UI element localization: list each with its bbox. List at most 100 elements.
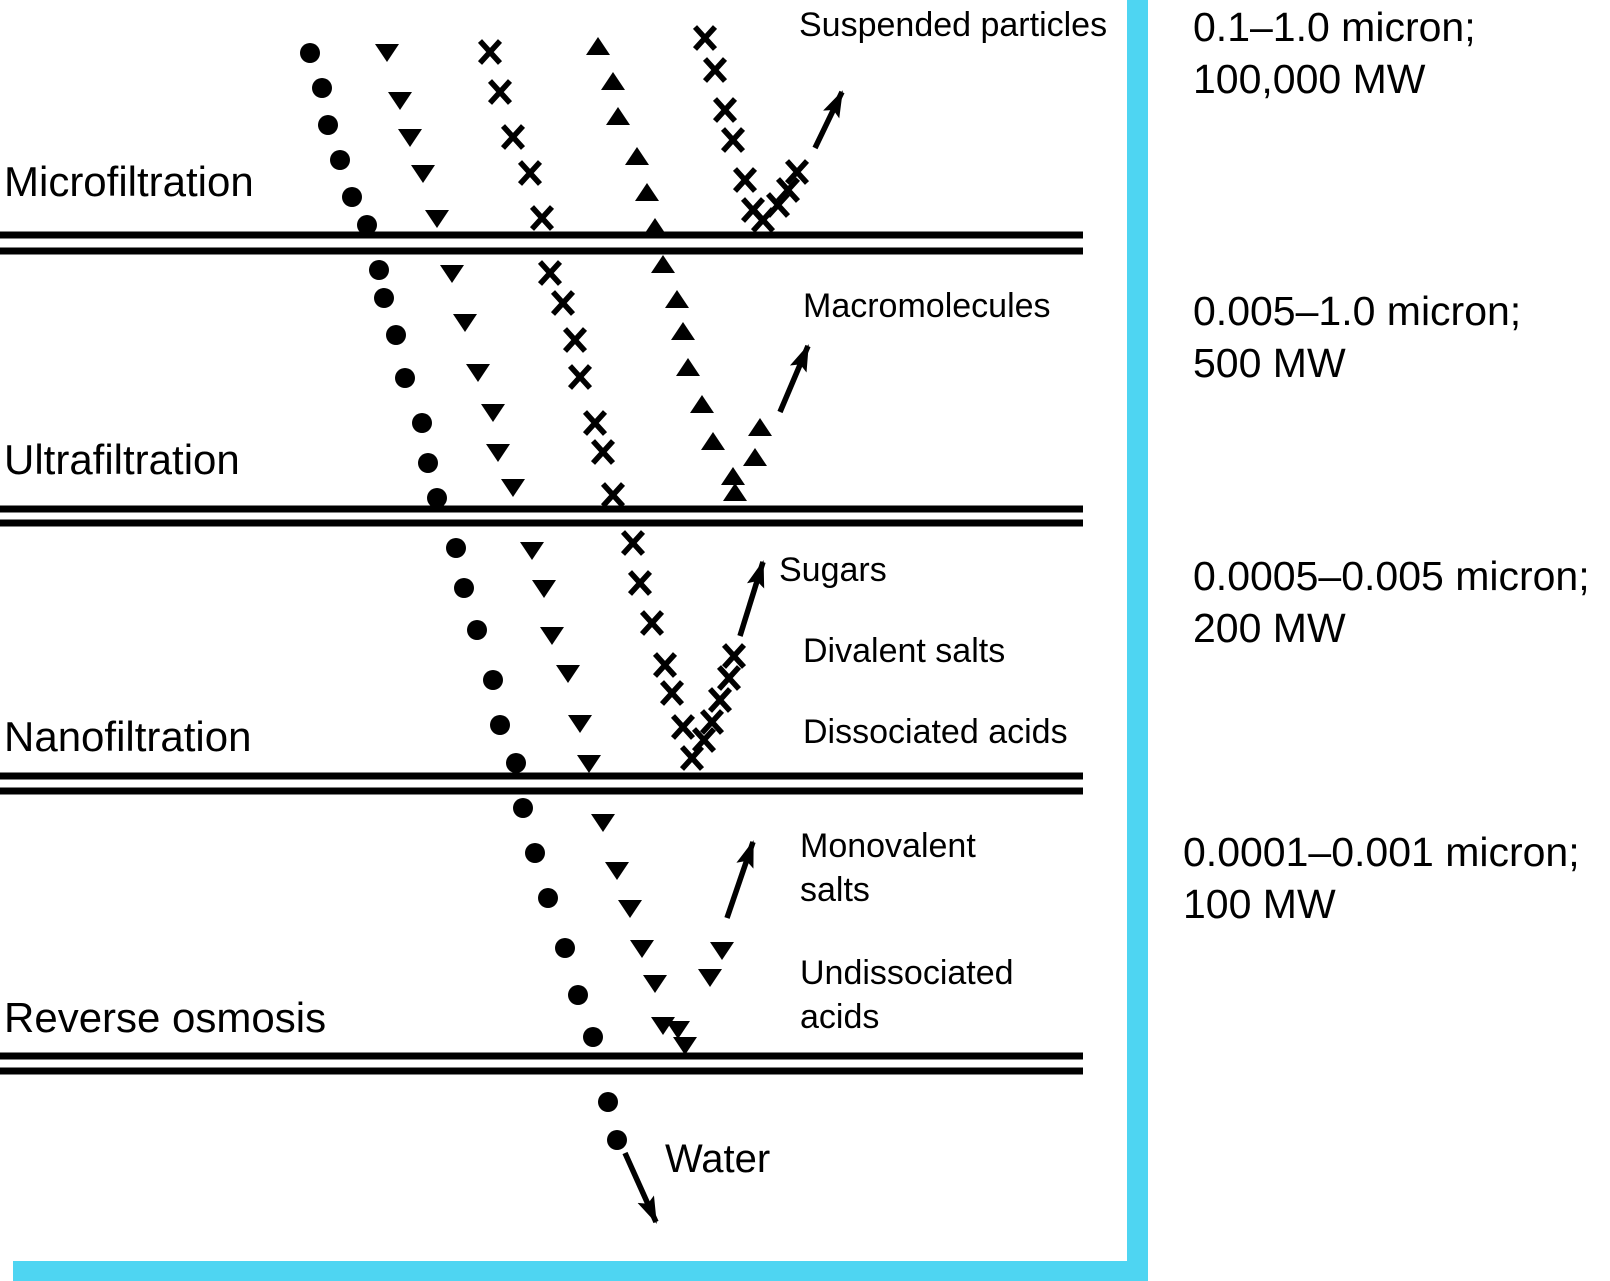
sugars-path-marker — [550, 290, 576, 316]
process-label-ultrafiltration: Ultrafiltration — [4, 436, 240, 483]
rejected-label-divalent-salts: Divalent salts — [803, 632, 1006, 670]
process-label-microfiltration: Microfiltration — [4, 158, 254, 205]
macromolecules-path-marker — [721, 467, 745, 485]
suspended-path-marker — [692, 25, 718, 51]
water-path-marker — [506, 753, 526, 773]
monovalent-path-marker — [673, 1037, 697, 1055]
sugars-path-marker — [582, 410, 608, 436]
water-path-marker — [412, 413, 432, 433]
permeate-label-water: Water — [665, 1137, 771, 1181]
sugars-path-marker — [721, 643, 747, 669]
water-path-arrow — [622, 1151, 659, 1224]
sugars-path-marker — [691, 727, 717, 753]
macromolecules-path-marker — [665, 290, 689, 308]
macromolecules-path-marker — [690, 395, 714, 413]
water-path-marker — [300, 43, 320, 63]
sugars-path-arrow — [737, 560, 766, 637]
accent-border-right — [1127, 0, 1148, 1281]
monovalent-path-marker — [540, 627, 564, 645]
monovalent-path-marker — [388, 92, 412, 110]
water-path-marker — [330, 150, 350, 170]
macromolecules-path-marker — [601, 72, 625, 90]
monovalent-path-marker — [425, 210, 449, 228]
spec-size-range: 0.0005–0.005 micron; — [1193, 553, 1590, 599]
water-path-marker — [374, 288, 394, 308]
macromolecules-path-marker — [701, 432, 725, 450]
water-path-marker — [357, 215, 377, 235]
monovalent-path-marker — [501, 479, 525, 497]
water-path-marker — [395, 368, 415, 388]
spec-size-range: 0.1–1.0 micron; — [1193, 4, 1476, 50]
monovalent-path-marker — [666, 1021, 690, 1039]
macromolecules-path-arrow — [777, 344, 811, 414]
monovalent-path-marker — [375, 44, 399, 62]
sugars-path-marker — [670, 714, 696, 740]
monovalent-path-marker — [605, 862, 629, 880]
spec-mw-cutoff: 500 MW — [1193, 340, 1346, 387]
monovalent-path-marker — [643, 975, 667, 993]
macromolecules-path-marker — [651, 255, 675, 273]
sugars-path-marker — [627, 570, 653, 596]
water-path-marker — [525, 843, 545, 863]
monovalent-path-marker — [618, 900, 642, 918]
rejected-label-suspended-particles: Suspended particles — [799, 6, 1108, 44]
monovalent-path-marker — [440, 265, 464, 283]
macromolecules-path-marker — [635, 183, 659, 201]
suspended-path-marker — [712, 97, 738, 123]
monovalent-path-marker — [577, 755, 601, 773]
sugars-path-marker — [699, 709, 725, 735]
monovalent-path-arrow — [724, 840, 756, 919]
macromolecules-path-marker — [743, 448, 767, 466]
water-path-marker — [568, 985, 588, 1005]
sugars-path-marker — [659, 680, 685, 706]
water-path-marker — [369, 260, 389, 280]
monovalent-path-marker — [698, 969, 722, 987]
spec-block-nanofiltration: 0.0005–0.005 micron; 200 MW — [1193, 550, 1590, 655]
rejected-label-undissociated-acids: Undissociated acids — [800, 954, 1014, 1037]
sugars-path-marker — [517, 160, 543, 186]
water-path-marker — [555, 938, 575, 958]
suspended-path-marker — [784, 159, 810, 185]
water-path-marker — [312, 78, 332, 98]
water-path-marker — [318, 115, 338, 135]
rejected-label-macromolecules: Macromolecules — [803, 287, 1051, 325]
sugars-path-marker — [529, 205, 555, 231]
macromolecules-path-marker — [606, 107, 630, 125]
spec-mw-cutoff: 100,000 MW — [1193, 56, 1426, 103]
water-path-marker — [427, 488, 447, 508]
water-path-marker — [598, 1092, 618, 1112]
water-path-marker — [583, 1027, 603, 1047]
monovalent-path-marker — [486, 444, 510, 462]
water-path-marker — [483, 670, 503, 690]
sugars-path-marker — [500, 124, 526, 150]
rejected-label-dissociated-acids: Dissociated acids — [803, 713, 1068, 751]
sugars-path-marker — [639, 610, 665, 636]
water-path-marker — [446, 538, 466, 558]
monovalent-path-marker — [556, 665, 580, 683]
process-label-nanofiltration: Nanofiltration — [4, 713, 252, 760]
sugars-path-marker — [562, 327, 588, 353]
sugars-path-marker — [679, 745, 705, 771]
spec-block-reverse-osmosis: 0.0001–0.001 micron; 100 MW — [1183, 826, 1580, 931]
monovalent-path-marker — [630, 940, 654, 958]
sugars-path-marker — [600, 482, 626, 508]
macromolecules-path-marker — [586, 37, 610, 55]
spec-block-ultrafiltration: 0.005–1.0 micron; 500 MW — [1193, 285, 1521, 390]
sugars-path-marker — [537, 260, 563, 286]
spec-block-microfiltration: 0.1–1.0 micron; 100,000 MW — [1193, 1, 1476, 106]
suspended-path-marker — [702, 57, 728, 83]
macromolecules-path-marker — [643, 218, 667, 236]
water-path-marker — [607, 1130, 627, 1150]
monovalent-path-marker — [710, 942, 734, 960]
water-path-marker — [418, 453, 438, 473]
sugars-path-marker — [487, 79, 513, 105]
sugars-path-marker — [707, 687, 733, 713]
water-path-marker — [386, 325, 406, 345]
macromolecules-path-marker — [671, 322, 695, 340]
sugars-path-marker — [620, 530, 646, 556]
spec-size-range: 0.0001–0.001 micron; — [1183, 829, 1580, 875]
monovalent-path-marker — [466, 364, 490, 382]
sugars-path-marker — [590, 439, 616, 465]
water-path-marker — [342, 187, 362, 207]
